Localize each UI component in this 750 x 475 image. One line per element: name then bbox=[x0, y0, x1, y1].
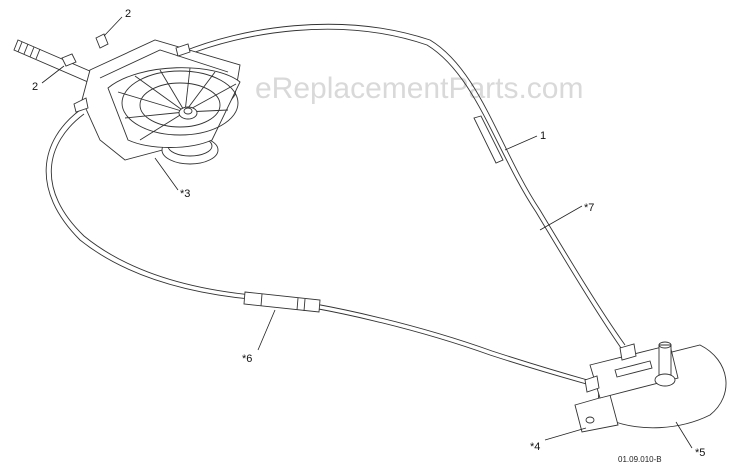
drawing-code: 01.09.010-B bbox=[618, 455, 662, 464]
watermark: eReplacementParts.com bbox=[255, 72, 583, 105]
callout-leaders bbox=[41, 16, 693, 449]
cable-upper-sleeve bbox=[473, 115, 504, 164]
callout-cable-upper: 1 bbox=[540, 130, 546, 142]
cable-upper bbox=[181, 23, 626, 349]
callout-cable-right: *7 bbox=[584, 202, 594, 214]
callout-bracket-plate: *5 bbox=[695, 447, 705, 459]
shift-assembly bbox=[13, 33, 241, 165]
lower-bracket-assembly bbox=[574, 341, 727, 433]
callout-bolt-left: 2 bbox=[32, 81, 38, 93]
callout-bolt-top: 2 bbox=[125, 8, 131, 20]
callout-cable-lower: *6 bbox=[242, 353, 252, 365]
callout-bracket: *4 bbox=[530, 441, 540, 453]
callout-pulley: *3 bbox=[180, 188, 190, 200]
cable-sleeve bbox=[243, 291, 321, 313]
plate-ribs bbox=[117, 67, 239, 141]
